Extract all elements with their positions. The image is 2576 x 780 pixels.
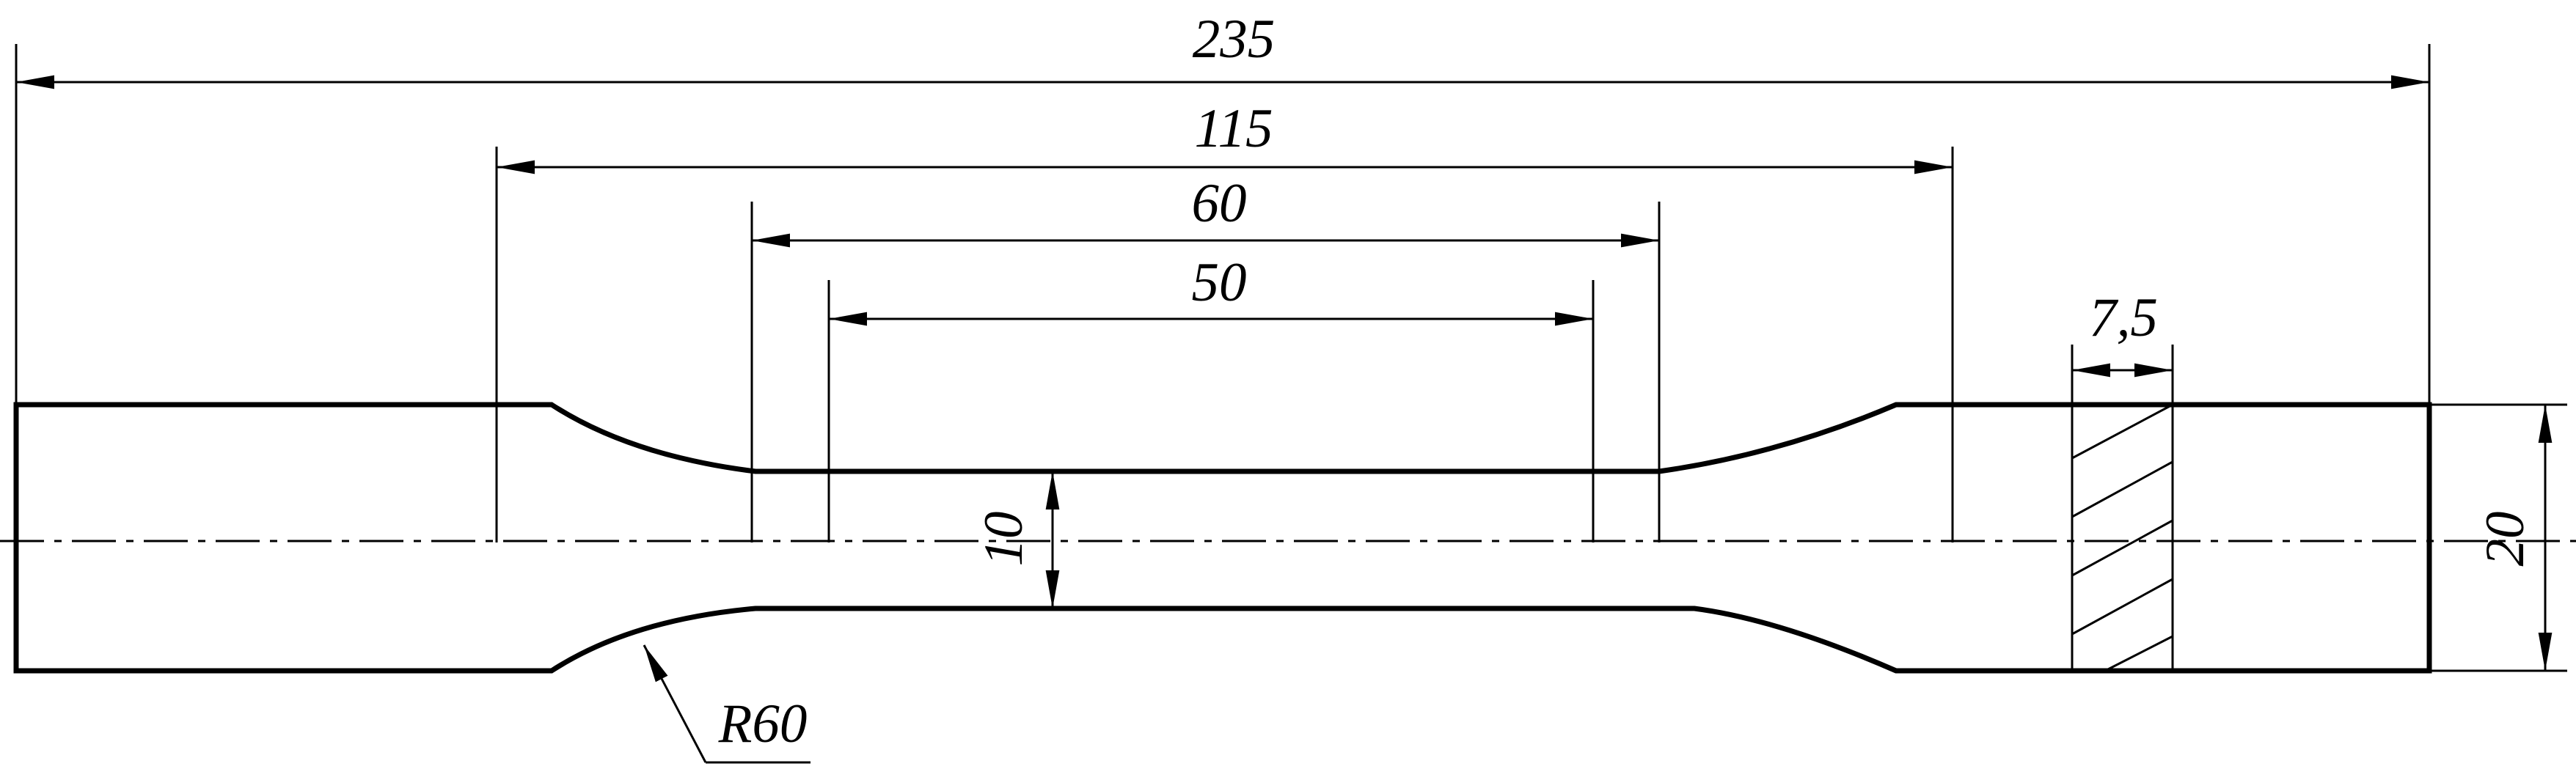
- cross-section-hatch: [2071, 403, 2174, 672]
- dim-text-10: 10: [973, 512, 1034, 567]
- dim-text-r60: R60: [718, 693, 808, 754]
- dim-text-115: 115: [1195, 98, 1273, 159]
- radius-leader: [643, 644, 707, 763]
- dim-text-20: 20: [2475, 512, 2536, 567]
- dim-text-50: 50: [1192, 252, 1247, 313]
- dim-text-235: 235: [1193, 9, 1276, 70]
- extension-lines: [15, 44, 2567, 672]
- dim-text-7-5: 7,5: [2089, 287, 2158, 348]
- dim-text-60: 60: [1192, 173, 1247, 234]
- dimension-lines: [16, 75, 2553, 764]
- specimen-outline: [13, 402, 2432, 674]
